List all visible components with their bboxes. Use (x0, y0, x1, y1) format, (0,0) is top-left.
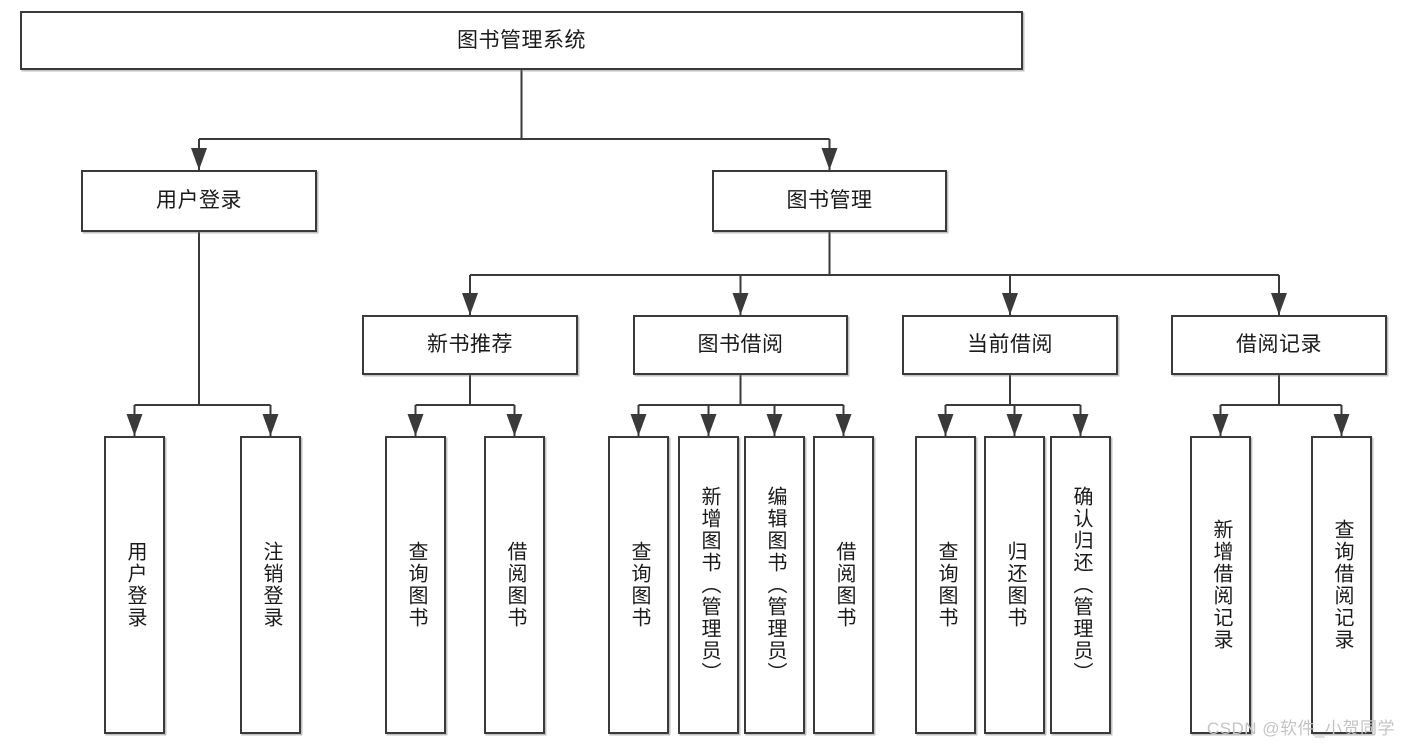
node-leaf-login-1[interactable]: 用户登录 (104, 436, 165, 734)
node-leaf-borrow-3[interactable]: 编辑图书（管理员） (744, 436, 805, 734)
node-records[interactable]: 借阅记录 (1171, 315, 1387, 375)
node-borrow[interactable]: 图书借阅 (633, 315, 848, 375)
arrowhead-icon (462, 293, 478, 315)
node-label: 新增图书（管理员） (698, 486, 720, 684)
node-label: 新书推荐 (427, 333, 513, 357)
arrowhead-icon (835, 414, 852, 436)
node-login[interactable]: 用户登录 (81, 170, 317, 232)
node-label: 用户登录 (124, 541, 146, 629)
arrowhead-icon (506, 414, 523, 436)
arrowhead-icon (1072, 414, 1089, 436)
node-label: 查询图书 (405, 541, 427, 629)
arrowhead-icon (1333, 414, 1350, 436)
node-label: 确认归还（管理员） (1070, 486, 1092, 684)
node-label: 图书借阅 (697, 333, 784, 357)
node-leaf-new-2[interactable]: 借阅图书 (484, 436, 545, 734)
node-label: 查询图书 (628, 541, 650, 629)
node-label: 借阅记录 (1236, 333, 1322, 357)
arrowhead-icon (1212, 414, 1229, 436)
arrowhead-icon (262, 414, 279, 436)
node-label: 注销登录 (260, 541, 282, 629)
arrowhead-icon (126, 414, 143, 436)
arrowhead-icon (1271, 293, 1287, 315)
node-label: 查询借阅记录 (1331, 519, 1353, 651)
arrowhead-icon (821, 148, 838, 170)
node-leaf-borrow-4[interactable]: 借阅图书 (813, 436, 874, 734)
node-label: 借阅图书 (504, 541, 526, 629)
arrowhead-icon (407, 414, 424, 436)
arrowhead-icon (630, 414, 647, 436)
node-leaf-new-1[interactable]: 查询图书 (385, 436, 446, 734)
node-label: 新增借阅记录 (1210, 519, 1232, 651)
node-leaf-rec-2[interactable]: 查询借阅记录 (1311, 436, 1372, 734)
node-label: 当前借阅 (967, 333, 1053, 357)
arrowhead-icon (191, 148, 207, 170)
arrowhead-icon (1006, 414, 1023, 436)
arrowhead-icon (700, 414, 717, 436)
node-leaf-cur-2[interactable]: 归还图书 (984, 436, 1045, 734)
node-leaf-borrow-1[interactable]: 查询图书 (608, 436, 669, 734)
node-label: 借阅图书 (833, 541, 855, 629)
node-current[interactable]: 当前借阅 (902, 315, 1118, 375)
node-label: 图书管理系统 (457, 28, 586, 52)
node-label: 用户登录 (156, 189, 242, 213)
node-label: 图书管理 (786, 189, 873, 213)
node-newbook[interactable]: 新书推荐 (362, 315, 578, 375)
node-label: 归还图书 (1004, 541, 1026, 629)
arrowhead-icon (732, 293, 749, 315)
arrowhead-icon (1002, 293, 1018, 315)
node-leaf-cur-1[interactable]: 查询图书 (915, 436, 976, 734)
arrowhead-icon (766, 414, 783, 436)
node-leaf-rec-1[interactable]: 新增借阅记录 (1190, 436, 1251, 734)
node-label: 编辑图书（管理员） (764, 486, 786, 684)
node-leaf-login-2[interactable]: 注销登录 (240, 436, 301, 734)
arrowhead-icon (937, 414, 954, 436)
node-root[interactable]: 图书管理系统 (20, 11, 1023, 70)
node-leaf-borrow-2[interactable]: 新增图书（管理员） (678, 436, 739, 734)
node-leaf-cur-3[interactable]: 确认归还（管理员） (1050, 436, 1111, 734)
node-label: 查询图书 (935, 541, 957, 629)
node-bookmgmt[interactable]: 图书管理 (712, 170, 947, 232)
